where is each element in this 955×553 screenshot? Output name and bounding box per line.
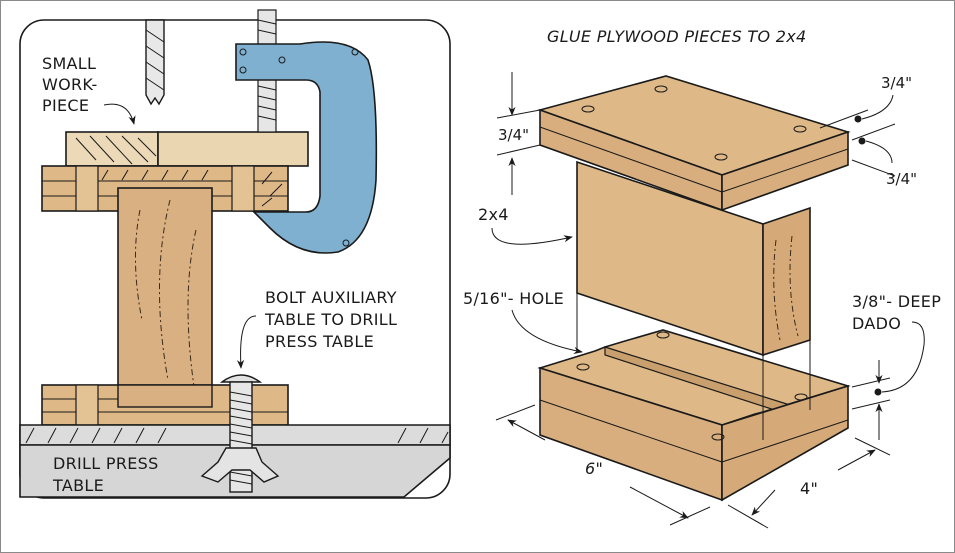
label-line: DADO xyxy=(852,314,901,333)
label-line: PIECE xyxy=(42,96,89,115)
label-line: SMALL xyxy=(42,54,96,73)
length-dimension: 6" xyxy=(495,404,711,526)
left-panel: SMALL WORK- PIECE BOLT AUXILIARY TABLE T… xyxy=(19,9,451,499)
dimension-label: 3/4" xyxy=(498,126,529,144)
label-line: 3/8"- DEEP xyxy=(852,292,941,311)
dimension-label: 4" xyxy=(800,479,818,498)
drill-bit-icon xyxy=(145,19,165,106)
hole-label-text: 5/16"- HOLE xyxy=(463,289,564,308)
bolt-note-label: BOLT AUXILIARY TABLE TO DRILL PRESS TABL… xyxy=(236,288,397,369)
dimension-label: 3/4" xyxy=(886,170,917,188)
post-label-text: 2x4 xyxy=(478,205,509,224)
post-2x4-side xyxy=(117,187,213,409)
top-thickness-dimension: 3/4" xyxy=(496,72,541,195)
right-panel-title: GLUE PLYWOOD PIECES TO 2x4 xyxy=(547,27,807,46)
dimension-label: 3/4" xyxy=(881,74,912,92)
label-line: PRESS TABLE xyxy=(265,332,374,351)
width-dimension: 4" xyxy=(727,437,891,529)
hole-label: 5/16"- HOLE xyxy=(463,289,583,354)
label-line: DRILL PRESS xyxy=(53,454,159,473)
leader-arrow xyxy=(103,103,136,125)
c-clamp-icon xyxy=(235,9,378,254)
label-line: BOLT AUXILIARY xyxy=(265,288,397,307)
wing-nut-icon xyxy=(200,447,280,483)
label-line: TABLE TO DRILL xyxy=(264,310,397,329)
small-workpiece-label: SMALL WORK- PIECE xyxy=(42,54,136,125)
dimension-label: 6" xyxy=(585,459,603,478)
clamp-board xyxy=(157,131,309,167)
label-line: WORK- xyxy=(42,75,98,94)
small-workpiece xyxy=(65,131,159,167)
top-plywood xyxy=(537,75,851,212)
drill-press-table-label: DRILL PRESS TABLE xyxy=(52,454,159,495)
right-thickness-dimensions: 3/4" 3/4" xyxy=(819,74,917,188)
bottom-plywood xyxy=(537,293,851,502)
post-label: 2x4 xyxy=(478,205,573,245)
right-panel: GLUE PLYWOOD PIECES TO 2x4 xyxy=(463,27,941,529)
dado-label: 3/8"- DEEP DADO xyxy=(851,292,941,440)
label-line: TABLE xyxy=(52,476,104,495)
leader-arrow xyxy=(236,315,257,369)
